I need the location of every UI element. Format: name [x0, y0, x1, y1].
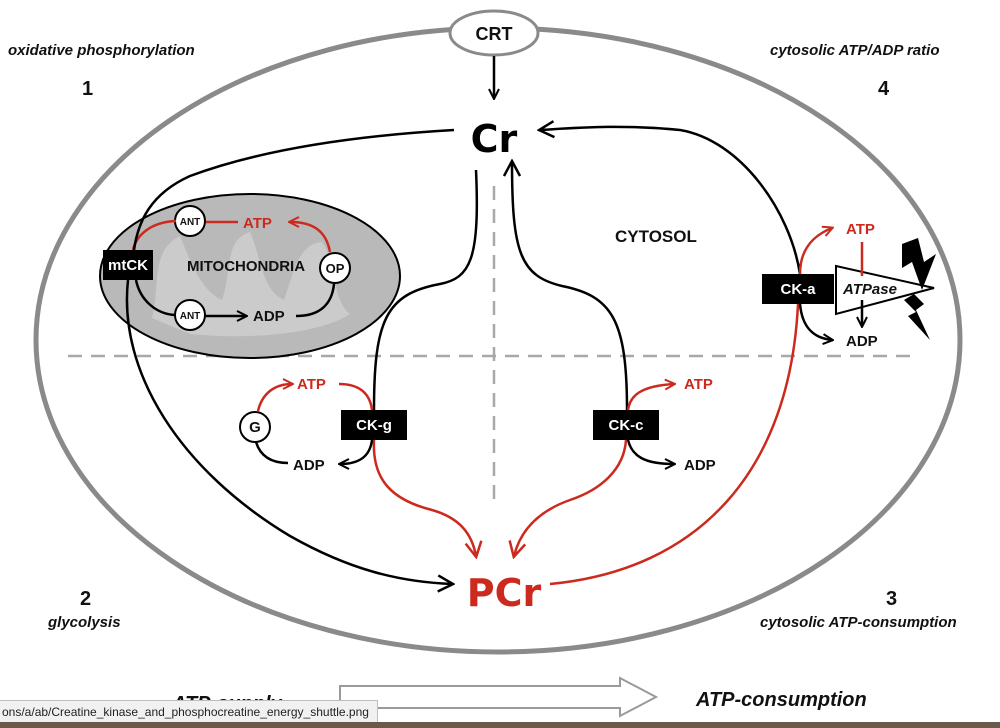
adp-to-g-line [254, 441, 289, 465]
corner-2-number: 2 [80, 588, 91, 610]
cytosol-label: CYTOSOL [615, 227, 697, 246]
cr-to-ckg-line [372, 169, 479, 411]
mtck-label: mtCK [108, 257, 148, 274]
pcr-to-cka-arrow [549, 303, 800, 586]
corner-3-number: 3 [886, 588, 897, 610]
cr-label: Cr [471, 117, 518, 161]
cka-atp-release [798, 228, 832, 275]
ant-label-bottom: ANT [180, 311, 201, 322]
corner-1-number: 1 [82, 78, 93, 100]
glycolysis-label: G [249, 419, 261, 436]
mito-adp-label: ADP [253, 308, 285, 325]
pcr-to-ckc-arrow [514, 439, 628, 556]
ckg-box [341, 410, 407, 440]
ckc-adp-uptake [626, 439, 674, 464]
browser-status-url: ons/a/ab/Creatine_kinase_and_phosphocrea… [0, 700, 378, 724]
cka-to-cr-arrow [540, 127, 802, 275]
op-circle [319, 252, 351, 284]
desktop-strip [0, 722, 1000, 728]
adp-to-op-arrow [295, 283, 336, 318]
ckc-atp-release [626, 384, 674, 411]
atp-consumption-label: ATP-consumption [695, 689, 867, 711]
cka-box [762, 274, 834, 304]
atpase-triangle [835, 264, 935, 316]
crt-label: CRT [476, 24, 513, 44]
ckc-atp-label: ATP [684, 376, 713, 393]
ant-label-top: ANT [180, 217, 201, 228]
corner-2-title: glycolysis [47, 614, 121, 631]
ckg-adp-label: ADP [293, 457, 325, 474]
op-to-atp-arrow [290, 222, 332, 253]
ckc-to-cr-arrow [512, 162, 629, 411]
ckg-to-pcr-arrow [372, 439, 476, 556]
mito-atp-label: ATP [243, 215, 272, 232]
cka-adp-label: ADP [846, 333, 878, 350]
mtck-box [103, 250, 153, 280]
g-to-atp-arrow [256, 384, 292, 412]
ckg-atp-label: ATP [297, 376, 326, 393]
glycolysis-circle [239, 411, 271, 443]
cka-label: CK-a [780, 281, 816, 298]
pcr-label: PCr [467, 571, 542, 615]
crt-transporter [448, 9, 540, 57]
cka-adp-uptake [798, 303, 832, 340]
ckg-atp-uptake [338, 382, 374, 411]
lightning-top-icon [902, 238, 936, 290]
corner-4-number: 4 [878, 78, 890, 100]
cka-atp-label: ATP [846, 221, 875, 238]
mitochondria-label: MITOCHONDRIA [187, 258, 305, 275]
lightning-bottom-icon [904, 294, 930, 340]
corner-3-title: cytosolic ATP-consumption [760, 614, 957, 631]
op-label: OP [326, 261, 345, 276]
corner-1-title: oxidative phosphorylation [8, 42, 195, 59]
cr-to-mtck-line [132, 128, 455, 251]
corner-4-title: cytosolic ATP/ADP ratio [770, 42, 939, 59]
ckg-label: CK-g [356, 417, 392, 434]
ckc-label: CK-c [608, 417, 643, 434]
supply-to-consumption-arrow [339, 676, 659, 718]
mtck-to-ant-black [134, 279, 176, 317]
ckg-adp-release [340, 439, 374, 464]
ckc-box [593, 410, 659, 440]
atpase-label: ATPase [842, 281, 897, 298]
ckc-adp-label: ADP [684, 457, 716, 474]
mtck-to-pcr-arrow [125, 279, 452, 584]
